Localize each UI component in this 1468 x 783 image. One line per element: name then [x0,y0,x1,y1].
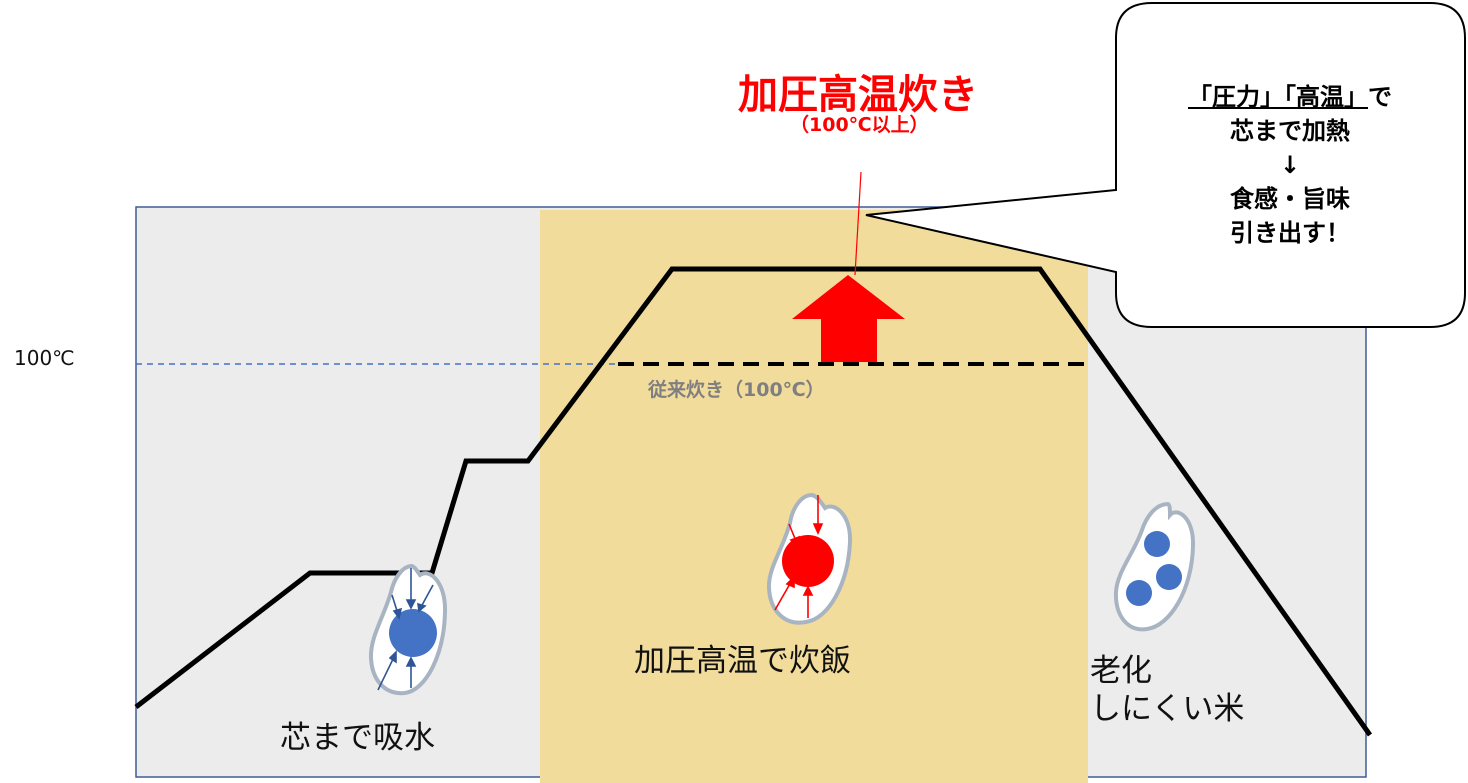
callout-text: 「圧力」「高温」で 芯まで加熱 ↓ 食感・旨味 引き出す！ [1180,80,1400,250]
callout-line5: 引き出す！ [1180,216,1400,250]
subtitle: （100℃以上） [790,110,929,137]
stage-label-result-line1: 老化 [1090,652,1244,690]
callout-line1-underlined: 「圧力」「高温」 [1188,83,1368,111]
callout-line1: 「圧力」「高温」で [1180,80,1400,114]
conventional-label: 従来炊き（100℃） [648,375,825,402]
stage-label-absorb: 芯まで吸水 [280,712,435,757]
callout-line4: 食感・旨味 [1180,182,1400,216]
temp-axis-label: 100℃ [14,346,75,370]
stage-label-result-line2: しにくい米 [1090,690,1244,728]
stage-label-cook: 加圧高温で炊飯 [634,635,851,680]
callout-line1-suffix: で [1368,83,1392,111]
stage-label-result: 老化 しにくい米 [1090,652,1244,728]
callout-line3-arrow: ↓ [1180,148,1400,182]
callout-line2: 芯まで加熱 [1180,114,1400,148]
